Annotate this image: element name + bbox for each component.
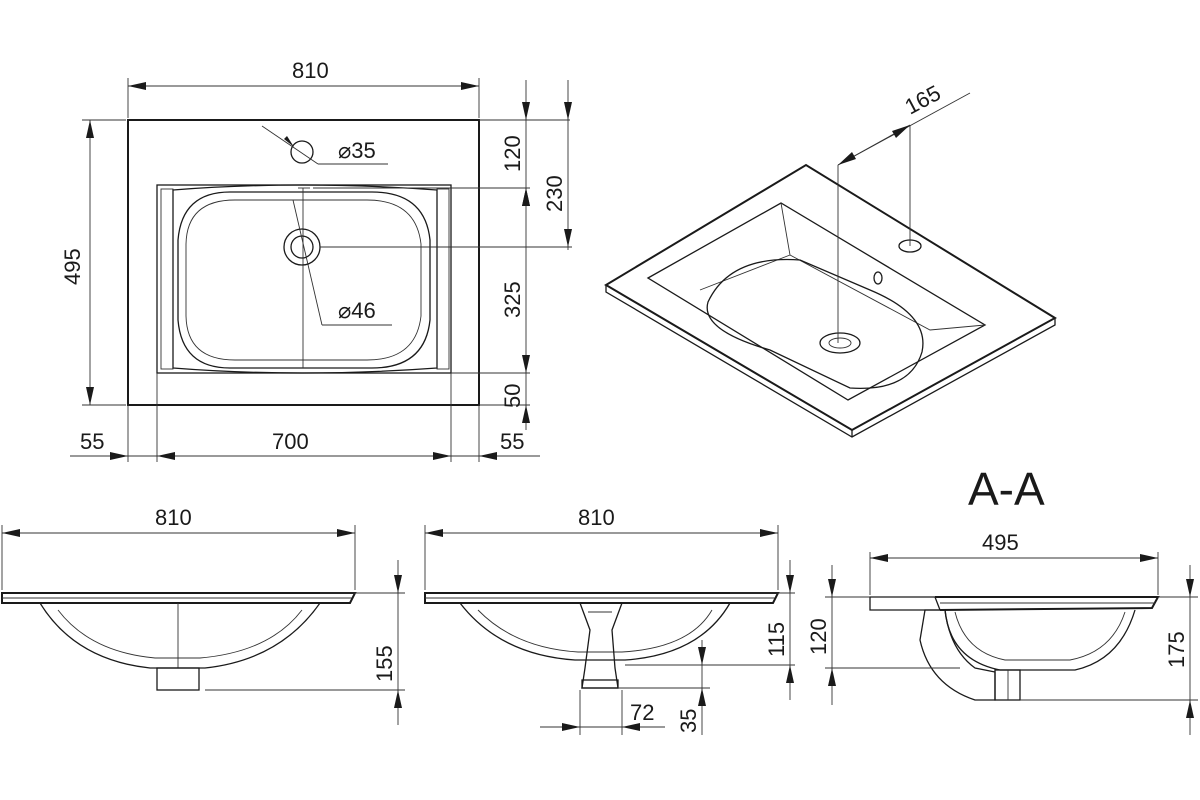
front-width-label: 810 [155, 505, 192, 530]
front-view: 810 155 [1, 505, 405, 725]
iso-drain [819, 332, 861, 354]
top-depth-label: 495 [60, 248, 85, 285]
back-width-label: 810 [578, 505, 615, 530]
outlet-height-label: 35 [676, 709, 701, 733]
iso-bowl [706, 258, 924, 390]
bowl-width-label: 700 [272, 429, 309, 454]
iso-outline [604, 163, 1057, 432]
section-title: A-A [968, 463, 1045, 515]
tap-hole [290, 140, 314, 164]
section-rim [869, 596, 941, 611]
bowl-inner [177, 191, 431, 369]
back-view-outlet [579, 602, 623, 689]
bowl-depth-label: 325 [500, 281, 525, 318]
rim-front-label: 120 [500, 135, 525, 172]
top-view-outline [127, 119, 480, 406]
right-margin-label: 55 [500, 429, 524, 454]
section-view: A-A 495 120 175 [806, 463, 1198, 735]
section-depth-label: 495 [982, 530, 1019, 555]
drain-hole [283, 228, 321, 266]
front-rim-label: 50 [500, 384, 525, 408]
back-view-bowl [459, 602, 731, 661]
top-width-label: 810 [292, 58, 329, 83]
back-view: 810 115 72 35 [424, 505, 795, 735]
back-height-label: 115 [764, 622, 789, 657]
section-drain [994, 669, 1021, 701]
isometric-view: 165 [604, 80, 1057, 438]
section-total-height-label: 175 [1164, 631, 1189, 668]
tap-to-drain-label: 230 [542, 175, 567, 212]
left-margin-label: 55 [80, 429, 104, 454]
offset-label: 165 [901, 80, 945, 119]
section-wall [919, 609, 996, 701]
front-view-drain [156, 667, 200, 691]
drain-label: ⌀46 [338, 298, 376, 323]
tap-hole-label: ⌀35 [338, 138, 376, 163]
top-view: ⌀35 ⌀46 810 495 120 23 [60, 58, 572, 462]
front-view-rim [1, 592, 357, 604]
section-inner-height-label: 120 [806, 618, 831, 655]
back-view-rim [424, 592, 780, 604]
outlet-width-label: 72 [630, 700, 654, 725]
front-height-label: 155 [372, 645, 397, 682]
